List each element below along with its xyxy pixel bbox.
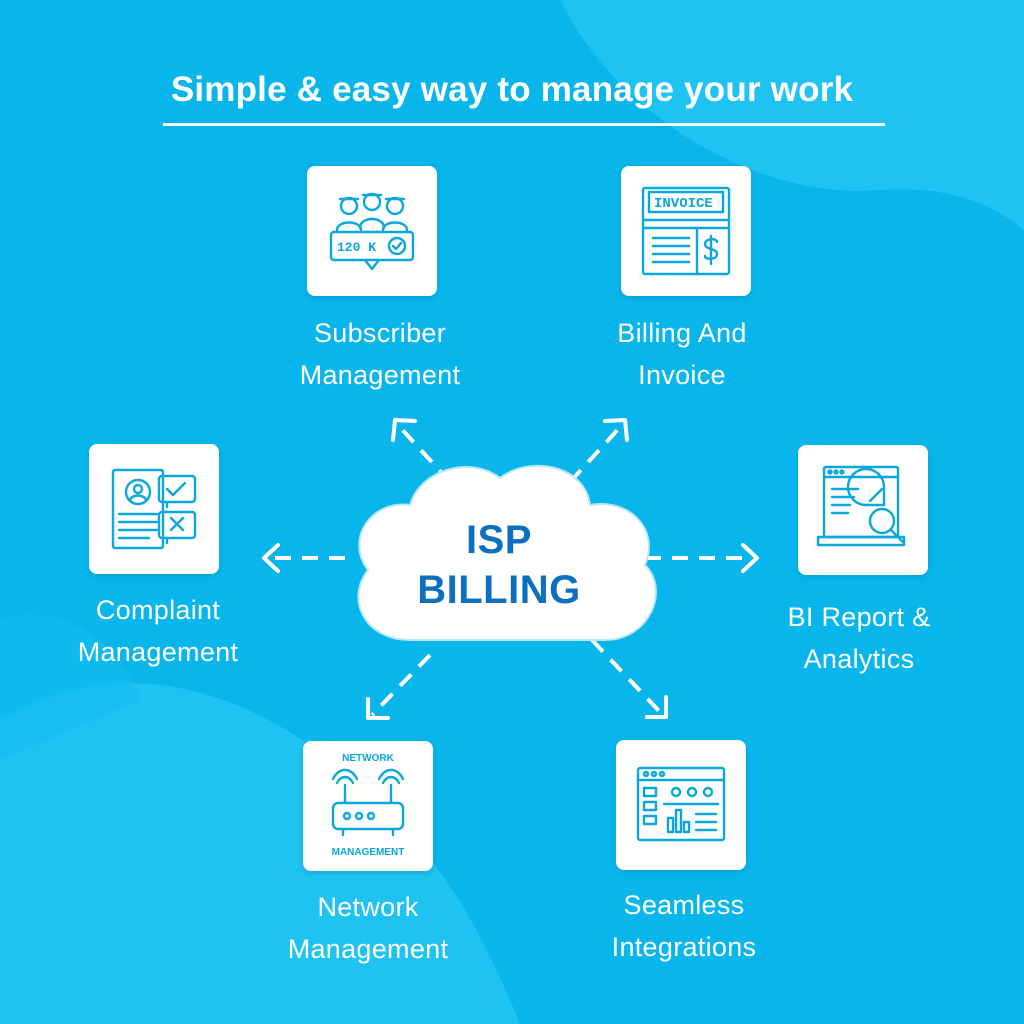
arrow-to-billing — [568, 423, 624, 484]
network-management-label: Network Management — [260, 886, 476, 970]
headline: Simple & easy way to manage your work — [170, 70, 854, 109]
arrowhead-network — [366, 697, 390, 720]
network-icon-top-text: NETWORK — [342, 753, 394, 764]
subscriber-label-line1: Subscriber — [313, 318, 447, 348]
arrow-to-integrations — [590, 638, 662, 714]
network-router-icon: NETWORK MANAGEMENT — [332, 753, 405, 858]
complaint-label-line2: Management — [77, 637, 239, 667]
center-title-line2: BILLING — [417, 568, 581, 612]
seamless-integrations-card — [616, 740, 746, 870]
arrow-to-network — [370, 653, 432, 717]
network-label-line2: Management — [287, 934, 449, 964]
arrowhead-bi-report — [741, 543, 759, 573]
complaint-label-line1: Complaint — [95, 595, 221, 625]
invoice-icon: INVOICE — [641, 186, 731, 276]
network-label-line1: Network — [317, 892, 419, 922]
bi-report-label: BI Report & Analytics — [751, 596, 967, 680]
invoice-title-text: INVOICE — [654, 196, 713, 212]
center-title-line1: ISP — [466, 518, 532, 562]
subscriber-count-text: 120 K — [337, 240, 376, 255]
subscriber-management-card: 120 K — [307, 166, 437, 296]
bi-report-label-line2: Analytics — [803, 644, 915, 674]
subscriber-management-label: Subscriber Management — [272, 312, 488, 396]
integration-dashboard-icon — [636, 766, 726, 842]
integrations-label-line2: Integrations — [611, 932, 757, 962]
complaint-form-icon — [111, 468, 197, 550]
billing-invoice-label: Billing And Invoice — [574, 312, 790, 396]
network-icon-bottom-text: MANAGEMENT — [332, 847, 405, 858]
arrowhead-complaint — [262, 543, 280, 573]
subscriber-label-line2: Management — [299, 360, 461, 390]
complaint-management-label: Complaint Management — [50, 589, 266, 673]
integrations-label-line1: Seamless — [623, 890, 745, 920]
seamless-integrations-label: Seamless Integrations — [576, 884, 792, 968]
billing-label-line1: Billing And — [617, 318, 747, 348]
headline-underline — [163, 123, 885, 126]
network-management-card: NETWORK MANAGEMENT — [303, 741, 433, 871]
arrowhead-billing — [603, 418, 629, 442]
billing-label-line2: Invoice — [638, 360, 726, 390]
bi-report-card — [798, 445, 928, 575]
arrowhead-subscriber — [391, 418, 417, 442]
report-analytics-icon — [816, 465, 906, 547]
bi-report-label-line1: BI Report & — [787, 602, 931, 632]
complaint-management-card — [89, 444, 219, 574]
billing-invoice-card: INVOICE — [621, 166, 751, 296]
subscriber-group-icon: 120 K — [329, 192, 415, 271]
arrowhead-integrations — [645, 695, 668, 719]
